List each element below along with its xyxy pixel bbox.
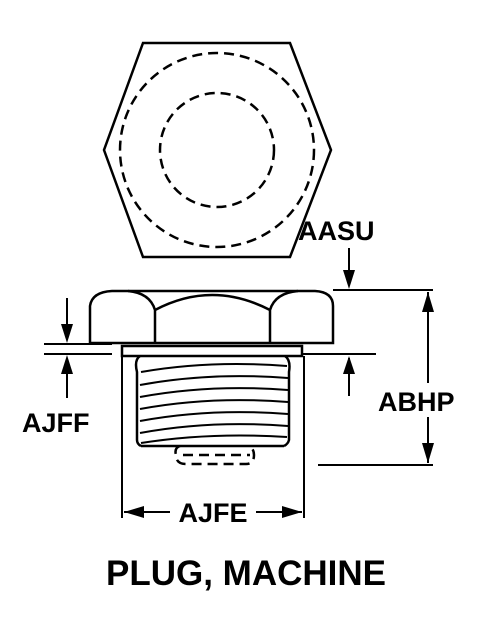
hex-face-right (268, 289, 299, 343)
hexagon-outline (102, 41, 333, 259)
thread-lines (139, 363, 289, 444)
abhp-arrow-up (422, 292, 434, 312)
ajff-label: AJFF (22, 408, 90, 438)
dashed-tip (174, 444, 256, 466)
abhp-dimension: ABHP (375, 292, 475, 463)
ajff-dimension: AJFF (22, 298, 90, 438)
ajff-arrow-down (61, 324, 73, 343)
ajfe-arrow-left (124, 506, 144, 518)
shank-left-edge (134, 354, 142, 448)
extension-lines (44, 289, 433, 518)
abhp-label-backing (375, 383, 475, 417)
diagram-title: PLUG, MACHINE (106, 554, 386, 593)
aasu-arrow-up (343, 356, 355, 374)
ajfe-arrow-right (282, 506, 302, 518)
aasu-dimension: AASU (298, 216, 375, 396)
outer-dashed-circle (118, 51, 316, 249)
ajff-arrow-up (61, 355, 73, 374)
abhp-arrow-down (422, 443, 434, 463)
hex-head-outline (88, 289, 335, 345)
ajfe-label: AJFE (178, 498, 247, 528)
collar-outline (120, 344, 304, 358)
top-view (102, 41, 333, 259)
shank-right-edge (283, 354, 291, 448)
hex-face-center (154, 293, 271, 312)
ajfe-dimension: AJFE (124, 498, 302, 528)
collar (120, 344, 304, 358)
threaded-shank (134, 354, 291, 466)
aasu-label: AASU (298, 216, 375, 246)
dashed-tip-outline (174, 444, 256, 466)
hex-face-left (127, 289, 157, 343)
abhp-label: ABHP (378, 387, 455, 417)
hex-head-side (88, 289, 335, 345)
aasu-arrow-down (343, 270, 355, 289)
inner-dashed-circle (158, 91, 276, 209)
